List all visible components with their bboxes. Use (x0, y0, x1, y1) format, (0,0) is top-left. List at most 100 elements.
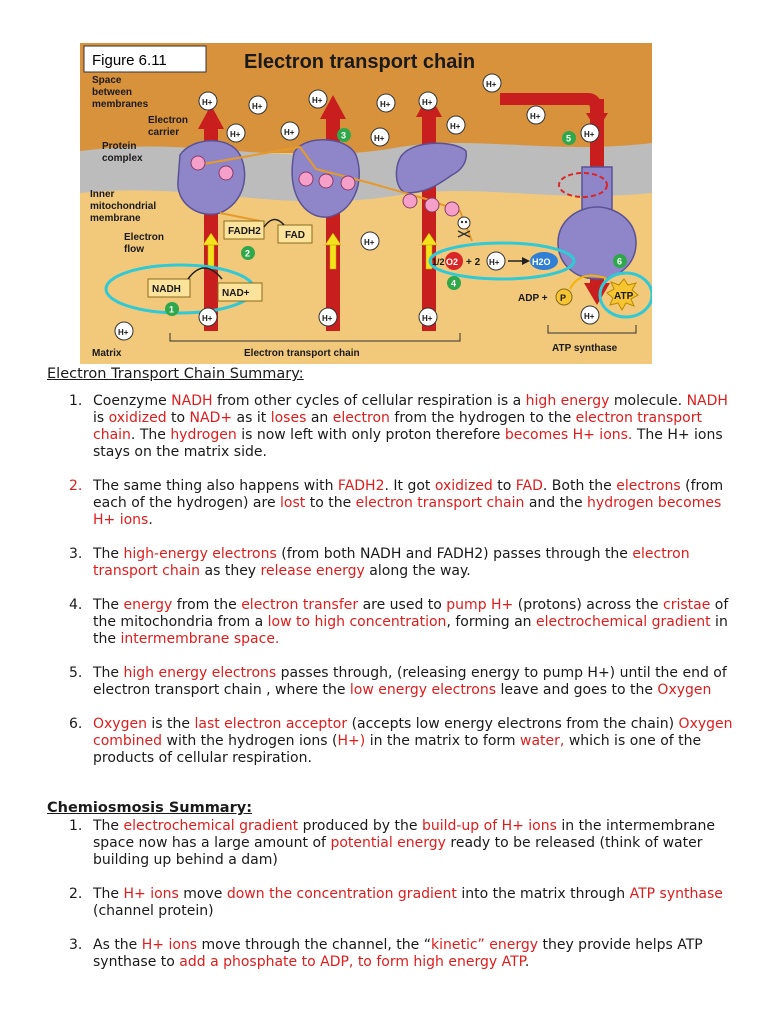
item-text: in the intermembrane space now has a lar… (93, 818, 715, 851)
nadh-box (147, 278, 191, 298)
highlight-term: kinetic” energy (430, 937, 539, 953)
item-text: to the (305, 495, 356, 511)
h-ion: H+ (418, 91, 438, 111)
svg-text:H+: H+ (530, 112, 541, 121)
svg-text:H+: H+ (312, 96, 323, 105)
highlight-term: intermembrane space. (120, 631, 280, 647)
highlight-term: electron transport chain (355, 495, 525, 511)
item-number: 5. (69, 665, 83, 681)
figure-label-box (83, 45, 207, 73)
step-marker: 5 (562, 131, 576, 145)
o2-circle (445, 252, 463, 270)
highlight-term: Oxygen combined (93, 716, 733, 749)
item-text: ready to be released (think of water bui… (93, 835, 703, 868)
item-text: to (166, 410, 190, 426)
highlight-term: cristae (663, 597, 711, 613)
etc-summary-list: 1.Coenzyme NADH from other cycles of cel… (47, 393, 737, 767)
svg-text:H+: H+ (584, 312, 595, 321)
h-ion: H+ (580, 305, 600, 325)
highlight-term: energy (123, 597, 173, 613)
label-space-2: between (92, 87, 132, 98)
hydrogen-ions: H+H+H+H+H+H+H+H+H+H+H+H+H+H+H+H+H+H+ (114, 73, 600, 341)
highlight-term: build-up of H+ ions (421, 818, 557, 834)
item-text: in the matrix to form (365, 733, 521, 749)
highlight-term: potential energy (330, 835, 446, 851)
label-complex-1: Protein (102, 141, 136, 152)
highlight-term: down the concentration gradient (226, 886, 457, 902)
item-text: molecule. (609, 393, 687, 409)
item-text: The (93, 818, 124, 834)
highlight-term: NAD+ (189, 410, 233, 426)
label-membrane-3: membrane (90, 213, 141, 224)
phosphate-label: P (560, 293, 566, 303)
h2o-circle (530, 252, 558, 270)
highlight-term: H+) (337, 733, 366, 749)
svg-text:H+: H+ (584, 130, 595, 139)
etc-figure: Figure 6.11 Electron transport chain Spa… (80, 43, 652, 364)
h-ion: H+ (114, 321, 134, 341)
step-marker: 6 (613, 254, 627, 268)
highlight-term: hydrogen (170, 427, 237, 443)
label-etc-bracket: Electron transport chain (244, 348, 360, 359)
highlight-term: electron (332, 410, 390, 426)
highlight-term: electron transfer (241, 597, 359, 613)
step-marker: 1 (165, 302, 179, 316)
highlight-term: loses (270, 410, 307, 426)
skull-icon (457, 216, 471, 230)
plus-two-label: + 2 (466, 257, 481, 268)
item-text: and the (524, 495, 588, 511)
svg-text:H+: H+ (252, 102, 263, 111)
summary-item: 3.The high-energy electrons (from both N… (47, 546, 737, 580)
highlight-term: electrochemical gradient (535, 614, 711, 630)
fadh2-label: FADH2 (228, 226, 261, 237)
svg-text:H+: H+ (450, 122, 461, 131)
highlight-term: electron transport chain (93, 546, 690, 579)
item-number: 1. (69, 393, 83, 409)
highlight-term: lost (280, 495, 306, 511)
h2o-label: H2O (532, 257, 551, 267)
highlight-term: FAD (515, 478, 543, 494)
svg-text:H+: H+ (380, 100, 391, 109)
h-ion: H+ (226, 123, 246, 143)
item-text: in the (93, 614, 728, 647)
highlight-term: high energy electrons (123, 665, 277, 681)
svg-text:H+: H+ (486, 80, 497, 89)
item-text: The (93, 546, 124, 562)
item-text: passes through, (releasing energy to pum… (93, 665, 727, 698)
item-text: The H+ ions stays on the matrix side. (93, 427, 723, 460)
item-text: . The (130, 427, 171, 443)
item-text: (from both NADH and FADH2) passes throug… (276, 546, 633, 562)
label-matrix: Matrix (92, 348, 122, 359)
highlight-term: H+ ions (141, 937, 198, 953)
item-text: As the (93, 937, 142, 953)
label-atp-synthase: ATP synthase (552, 343, 618, 354)
highlight-term: oxidized (434, 478, 493, 494)
item-text: (accepts low energy electrons from the c… (347, 716, 679, 732)
item-text: Coenzyme (93, 393, 172, 409)
item-text: from the (172, 597, 242, 613)
item-number: 6. (69, 716, 83, 732)
water-highlight (428, 241, 576, 281)
highlight-term: release energy (260, 563, 365, 579)
svg-text:3: 3 (341, 131, 346, 141)
summary-item: 1.Coenzyme NADH from other cycles of cel… (47, 393, 737, 461)
highlight-term: electrochemical gradient (123, 818, 299, 834)
label-complex-2: complex (102, 153, 143, 164)
electron-carriers (190, 155, 460, 217)
chemiosmosis-summary-title: Chemiosmosis Summary: (47, 800, 252, 816)
h-ion: H+ (280, 121, 300, 141)
atp-burst (606, 278, 639, 312)
svg-text:H+: H+ (364, 238, 375, 247)
item-text: into the matrix through (456, 886, 630, 902)
summary-item: 4.The energy from the electron transfer … (47, 597, 737, 648)
fad-label: FAD (285, 230, 305, 241)
label-space-3: membranes (92, 99, 149, 110)
label-membrane-1: Inner (90, 189, 115, 200)
atp-label: ATP (614, 291, 634, 302)
item-text: . (148, 512, 153, 528)
h-circle-water (486, 251, 506, 271)
item-text: The (93, 665, 124, 681)
item-text: . Both the (542, 478, 617, 494)
item-text: to (492, 478, 516, 494)
highlight-term: add a phosphate to ADP, to form high ene… (179, 954, 525, 970)
